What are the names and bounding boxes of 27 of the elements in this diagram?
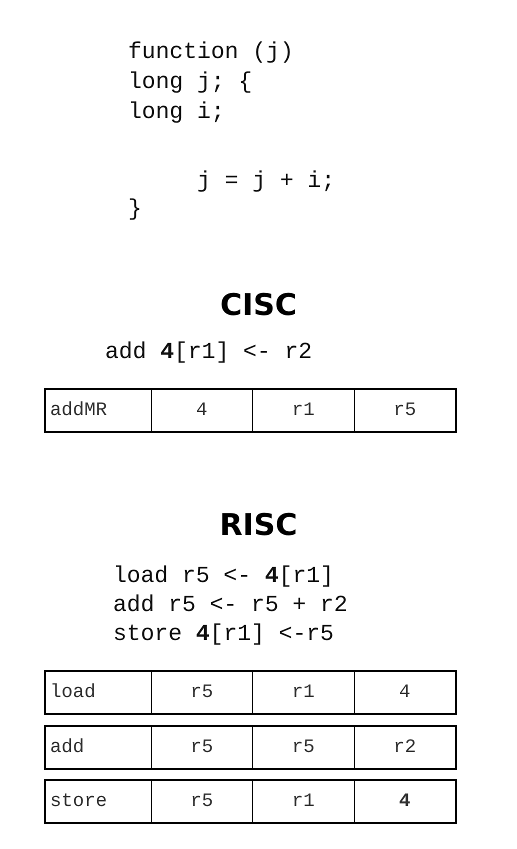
code-line: add r5 <- r5 + r2 [113,591,348,619]
field-cell: r1 [252,781,354,822]
code-line: add 4[r1] <- r2 [105,338,312,366]
field-cell-text: add [49,735,86,760]
code-line: j = j + i; [197,167,336,195]
field-cell: r5 [354,390,455,431]
code-line: store 4[r1] <-r5 [113,620,334,648]
field-cell: r1 [252,390,354,431]
section-heading: RISC [218,508,298,543]
section-heading: CISC [219,288,298,323]
field-cell: r5 [252,727,354,768]
code-line: long j; { [128,68,252,96]
code-line: } [128,195,142,223]
field-cell-text: addMR [49,398,108,423]
field-cell: r5 [150,672,252,713]
field-cell: 4 [354,672,455,713]
field-cell: 4 [150,390,252,431]
field-cell: r5 [150,781,252,822]
field-cell: r5 [150,727,252,768]
code-line: load r5 <- 4[r1] [113,562,334,590]
field-cell: r1 [252,672,354,713]
field-cell: r2 [354,727,455,768]
code-line: long i; [128,98,225,126]
field-cell: 4 [354,781,455,822]
code-line: function (j) [128,38,294,66]
field-cell-text: store [49,789,108,814]
field-cell-text: load [49,680,97,705]
